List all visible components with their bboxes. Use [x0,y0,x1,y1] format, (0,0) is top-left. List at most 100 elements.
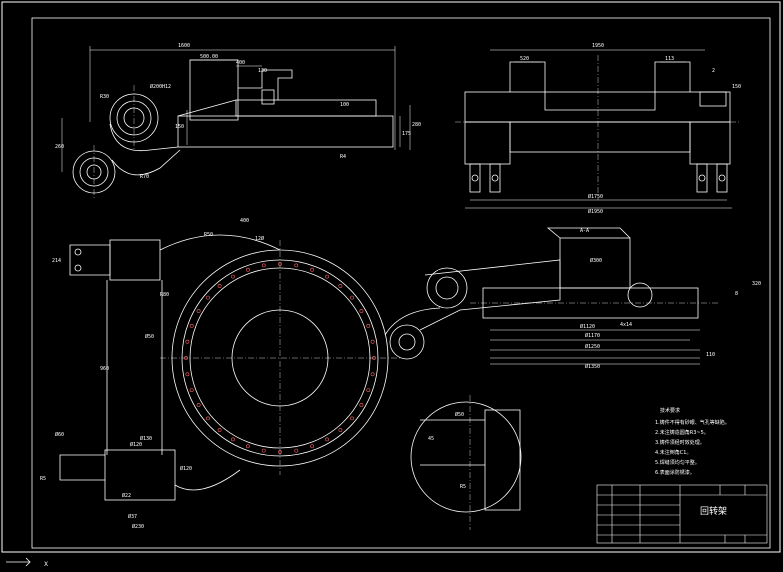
notes-heading: 技术要求 [660,407,680,414]
sheet-border-inner [31,17,771,549]
tr-dim-overall: 1950 [592,43,604,49]
bolt-hole [185,372,190,377]
sec-dim-5: Ø1350 [585,363,600,370]
bolt-hole [231,274,235,279]
ll-dim-1: Ø60 [55,431,64,438]
top-right-view [455,49,740,209]
bolt-hole [338,428,343,432]
sec-dim-1: Ø300 [590,257,602,264]
main-dim-4: Ø50 [145,333,154,340]
sec-dim-7: 8 [735,291,738,297]
note-1: 1.铸件不得有砂眼、气孔等缺陷。 [655,419,730,426]
sec-dim-8: 320 [752,281,761,287]
title-block-name: 回转架 [700,505,727,517]
main-dim-1: 400 [240,218,249,224]
bolt-hole [325,437,329,442]
bolt-hole [278,450,282,454]
section-label: A-A [580,228,589,234]
bolt-hole [196,403,201,407]
bolt-hole [372,356,376,360]
bolt-hole [261,448,266,453]
bolt-hole [189,388,194,393]
tl-dim-10: R70 [140,174,149,180]
sec-dim-4: Ø1250 [585,343,600,350]
bolt-hole [370,372,375,377]
bolt-hole [231,437,235,442]
bolt-hole [350,295,354,300]
top-left-view [61,46,411,198]
main-view [59,234,561,501]
sec-dim-2: Ø1170 [585,332,600,339]
ll-dim-4: Ø230 [132,523,144,530]
sec-dim-3: Ø1120 [580,323,595,330]
bolt-hole [350,416,354,421]
section-view [470,227,720,365]
tl-dim-1: 500.00 [200,54,218,60]
main-dim-8: 214 [52,258,61,264]
bolt-hole [217,284,222,288]
tl-dim-9: R30 [100,94,109,100]
ll-dim-5: Ø37 [128,513,137,520]
bolt-hole [185,339,190,344]
tl-dim-6: 280 [412,122,421,128]
bolt-hole [184,356,188,360]
main-dim-5: Ø120 [180,465,192,472]
tl-dim-7: 260 [55,144,64,150]
bolt-hole [206,295,210,300]
bolt-hole [206,416,210,421]
detail-dim-1: Ø50 [455,411,464,418]
bolt-hole [359,309,364,313]
bolt-hole [325,274,329,279]
ll-dim-3: Ø130 [140,435,152,442]
bolt-hole-ring [184,262,376,454]
tl-dim-2: 400 [236,60,245,66]
tr-dim-2: 113 [665,56,674,62]
tl-dim-5: 175 [402,131,411,137]
tl-hole-callout: Ø200H12 [150,83,171,90]
main-dim-6: 960 [100,366,109,372]
ucs-icon [6,557,31,567]
note-3: 3.铸件须经时效处理。 [655,439,705,446]
sheet-border-outer [1,1,781,553]
ll-dim-6: Ø22 [122,492,131,499]
note-6: 6.表面涂防锈漆。 [655,469,695,476]
bolt-hole [189,323,194,328]
tr-dim-4: 150 [732,84,741,90]
bolt-hole [278,262,282,266]
main-dim-2: 12Ø [255,235,264,242]
tr-dim-3: 2 [712,68,715,74]
detail-dim-3: R5 [460,484,466,490]
ucs-x-label: X [44,561,48,568]
note-4: 4.未注倒角C1。 [655,449,691,456]
bolt-hole [261,263,266,268]
bolt-hole [217,428,222,432]
note-5: 5.焊缝须均匀平整。 [655,459,700,466]
main-dim-7: R80 [160,292,169,298]
bolt-hole [370,339,375,344]
main-dim-3: R50 [204,232,213,238]
tr-dim-5: Ø1750 [588,193,603,200]
bolt-hole [359,403,364,407]
bolt-hole [310,444,315,449]
ll-dim-7: R5 [40,476,46,482]
bolt-hole [196,309,201,313]
title-block [596,484,768,544]
bolt-hole [366,323,371,328]
detail-view [410,395,522,530]
tl-dim-4: 150 [175,124,184,130]
detail-dim-2: 45 [428,436,434,442]
bolt-hole [310,267,315,272]
tl-dim-11: R4 [340,154,346,160]
tl-dim-3: 130 [258,68,267,74]
bolt-hole [294,448,299,453]
bolt-hole [245,267,250,272]
tr-dim-6: Ø1950 [588,208,603,215]
bolt-hole [338,284,343,288]
tr-dim-1: 520 [520,56,529,62]
sec-dim-9: 110 [706,352,715,358]
sec-dim-6: 4x14 [620,322,632,328]
bolt-hole [245,444,250,449]
bolt-hole [366,388,371,393]
note-2: 2.未注铸造圆角R3~5。 [655,429,709,436]
